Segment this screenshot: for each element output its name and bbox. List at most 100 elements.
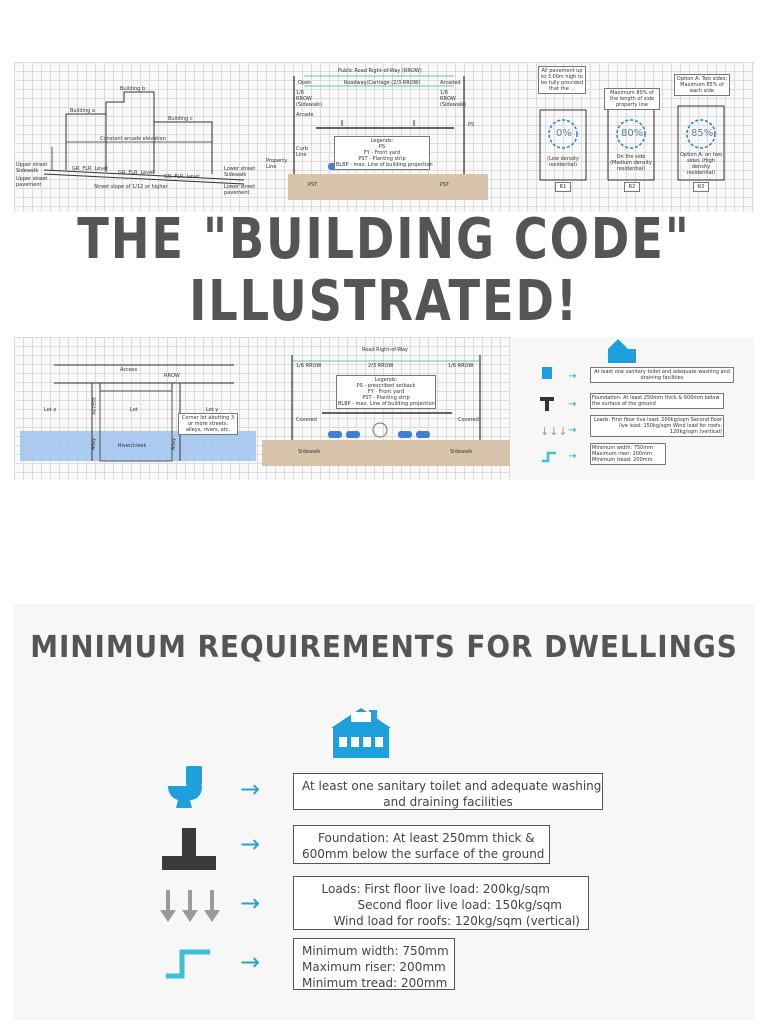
- legend-blbp: BLBP - max. Line of building projection: [336, 162, 433, 168]
- label-open: Open: [298, 80, 312, 86]
- label-covered-right: Covered: [458, 417, 479, 423]
- r3-label: Option A: on two sides (High density res…: [680, 152, 722, 176]
- req-stairs-line-3: Minimum tread: 200mm: [302, 976, 448, 990]
- r1-label: (Low density residential): [547, 156, 579, 168]
- r2-percent: 80%: [621, 128, 644, 139]
- label-building-a: Building a: [70, 108, 95, 114]
- stairs-icon: [166, 949, 210, 979]
- label-lower-pavement: Lower street pavement: [224, 184, 256, 196]
- arrow-loads: →: [240, 889, 261, 917]
- main-title-line-2: ILLUSTRATED!: [189, 269, 579, 334]
- r3-percent: 85%: [691, 128, 714, 139]
- foundation-icon: [162, 828, 216, 870]
- road-section-diagram-2: [262, 355, 510, 466]
- road-legends-box: Legends: PS FY - Front yard PST - Planti…: [334, 136, 433, 170]
- legend-blbp: BLBP - max. Line of building projection: [338, 401, 435, 407]
- req-loads-line-3: Wind load for roofs: 120kg/sqm (vertical…: [333, 914, 580, 928]
- road-legends-box-2: Legends: PS - prescribed setback FY - Fr…: [336, 375, 436, 409]
- label-center-rrow: 2/3 RROW: [368, 363, 394, 369]
- label-covered-left: Covered: [296, 417, 317, 423]
- label-lot-x: Lot x: [44, 407, 57, 413]
- label-arcade-elevation: Constant arcade elevation: [100, 136, 166, 142]
- label-gr-floor-2: GR. FLR. Level: [118, 170, 154, 176]
- top-panel-street-slope: Building a Building b Building c Constan…: [14, 62, 264, 212]
- label-road-rrow: Road Right-of-Way: [362, 347, 408, 353]
- legend-pst: PST - Planting strip: [362, 395, 410, 401]
- svg-text:↓↓↓: ↓↓↓: [540, 425, 568, 438]
- legend-pst: PST - Planting strip: [358, 156, 406, 162]
- label-upper-pavement: Upper street pavement: [16, 176, 48, 188]
- main-title-line-1: THE "BUILDING CODE": [77, 207, 691, 272]
- req-stairs-line-1: Minimum width: 750mm: [302, 944, 449, 958]
- r3-tag: R3: [693, 182, 709, 192]
- label-street-slope: Street slope of 1/12 or higher: [94, 184, 168, 190]
- legend-title: Legends:: [374, 377, 398, 383]
- req-loads-line-2: Second floor live load: 150kg/sqm: [357, 898, 562, 912]
- r2-note: Maximum 80% of the length of side proper…: [604, 88, 660, 110]
- mid-panel-road-section: Road Right-of-Way 1/6 RROW 2/3 RROW 1/6 …: [262, 337, 510, 480]
- arrow-toilet: →: [240, 775, 261, 803]
- label-rrow: Public Road Right-of-Way (RROW): [338, 68, 422, 74]
- density-diagram: [539, 105, 725, 181]
- label-pst-left: PST: [308, 182, 318, 188]
- toilet-icon: [168, 766, 202, 808]
- house-icon: [331, 708, 391, 758]
- label-lower-sidewalk: Lower street Sidewalk: [224, 166, 256, 178]
- corner-lot-note: Corner lot abutting 3 or more streets, a…: [178, 413, 238, 435]
- svg-text:→: →: [568, 399, 576, 410]
- label-building-c: Building c: [168, 116, 193, 122]
- mid-panel-dwelling-mini: ↓↓↓ → → → → At least one sanitary toilet…: [510, 337, 754, 480]
- label-left-rrow: 1/6 RROW (Sidewalk): [296, 90, 323, 108]
- street-slope-diagram: [43, 91, 245, 185]
- req-toilet-line-2: and draining facilities: [383, 795, 513, 809]
- r1-tag: R1: [555, 182, 571, 192]
- label-curb-line: Curb Line: [296, 146, 308, 158]
- label-building-b: Building b: [120, 86, 146, 92]
- label-alley-left: Alley: [91, 437, 98, 451]
- mid-panel-lots: Access RROW Lot x Lot Lot y Access Alley…: [14, 337, 262, 480]
- r1-percent: 0%: [556, 128, 572, 139]
- req-foundation-line-1: Foundation: At least 250mm thick &: [318, 831, 535, 845]
- svg-text:→: →: [568, 425, 576, 436]
- label-roadway: Roadway/Carriage (2/3 RROW): [344, 80, 421, 86]
- mini-req-foundation: Foundation: At least 250mm thick & 600mm…: [590, 393, 724, 409]
- label-rrow: RROW: [164, 373, 180, 379]
- label-arcaded: Arcaded: [440, 80, 461, 86]
- load-arrows-icon: [160, 890, 220, 922]
- req-loads-line-1: Loads: First floor live load: 200kg/sqm: [321, 882, 551, 896]
- legend-ps: PS: [378, 144, 386, 150]
- label-lot: Lot: [130, 407, 138, 413]
- label-lot-y: Lot y: [206, 407, 219, 413]
- label-access-side: Access: [91, 397, 98, 415]
- svg-text:→: →: [568, 371, 576, 382]
- label-upper-sidewalk: Upper street Sidewalk: [16, 162, 48, 174]
- req-toilet-line-1: At least one sanitary toilet and adequat…: [302, 779, 602, 793]
- label-property-line: Property Line: [266, 158, 288, 170]
- mini-req-toilet: At least one sanitary toilet and adequat…: [590, 367, 734, 383]
- req-box-foundation: Foundation: At least 250mm thick & 600mm…: [293, 825, 550, 864]
- svg-text:→: →: [568, 451, 576, 462]
- label-right-rrow: 1/6 RROW: [448, 363, 474, 369]
- label-arcade: Arcade: [296, 112, 314, 118]
- label-gr-floor-3: GR. FLR. Level: [164, 174, 200, 180]
- label-left-rrow: 1/6 RROW: [296, 363, 322, 369]
- legend-title: Legends:: [370, 138, 394, 144]
- label-river: River/creek: [118, 443, 147, 449]
- top-panel-road-section: Public Road Right-of-Way (RROW) Open Roa…: [264, 62, 510, 212]
- r3-note: Option A: Two sides; Maximum 85% of each…: [674, 74, 730, 96]
- label-ps: PS: [468, 122, 475, 128]
- label-access-top: Access: [120, 367, 138, 373]
- requirements-title: MINIMUM REQUIREMENTS FOR DWELLINGS: [30, 630, 738, 665]
- legend-ps: PS - prescribed setback: [356, 383, 416, 389]
- label-alley-right: Alley: [171, 437, 178, 451]
- req-box-stairs: Minimum width: 750mm Maximum riser: 200m…: [293, 938, 455, 990]
- label-pst-right: PST: [440, 182, 450, 188]
- mini-req-loads: Loads: First floor live load: 200kg/sqm …: [590, 415, 724, 437]
- top-panel-density: All pavement up to 3.00m high to be full…: [510, 62, 754, 212]
- label-sidewalk-right: Sidewalk: [450, 449, 473, 455]
- r1-note: All pavement up to 3.00m high to be full…: [538, 66, 586, 94]
- mini-dwelling-icons: ↓↓↓ → → → →: [540, 339, 636, 463]
- r2-label: On the side (Medium density residential): [610, 154, 652, 172]
- label-gr-floor-1: GR. FLR. Level: [72, 166, 108, 172]
- legend-fy: FY - Front yard: [367, 389, 405, 395]
